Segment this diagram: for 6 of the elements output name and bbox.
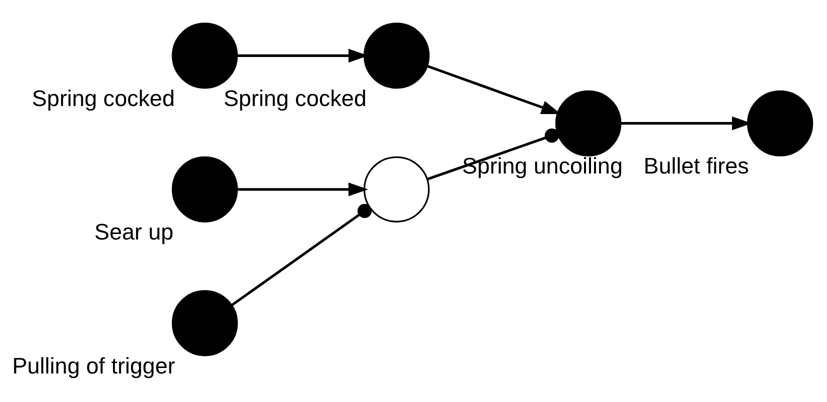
node-label: Bullet fires — [644, 153, 749, 178]
node-label: Spring uncoiling — [462, 153, 623, 178]
node-label: Spring cocked — [224, 85, 367, 110]
node-label: Spring cocked — [32, 85, 175, 110]
node-label: Sear up — [94, 219, 174, 244]
node-label: Pulling of trigger — [12, 352, 176, 378]
